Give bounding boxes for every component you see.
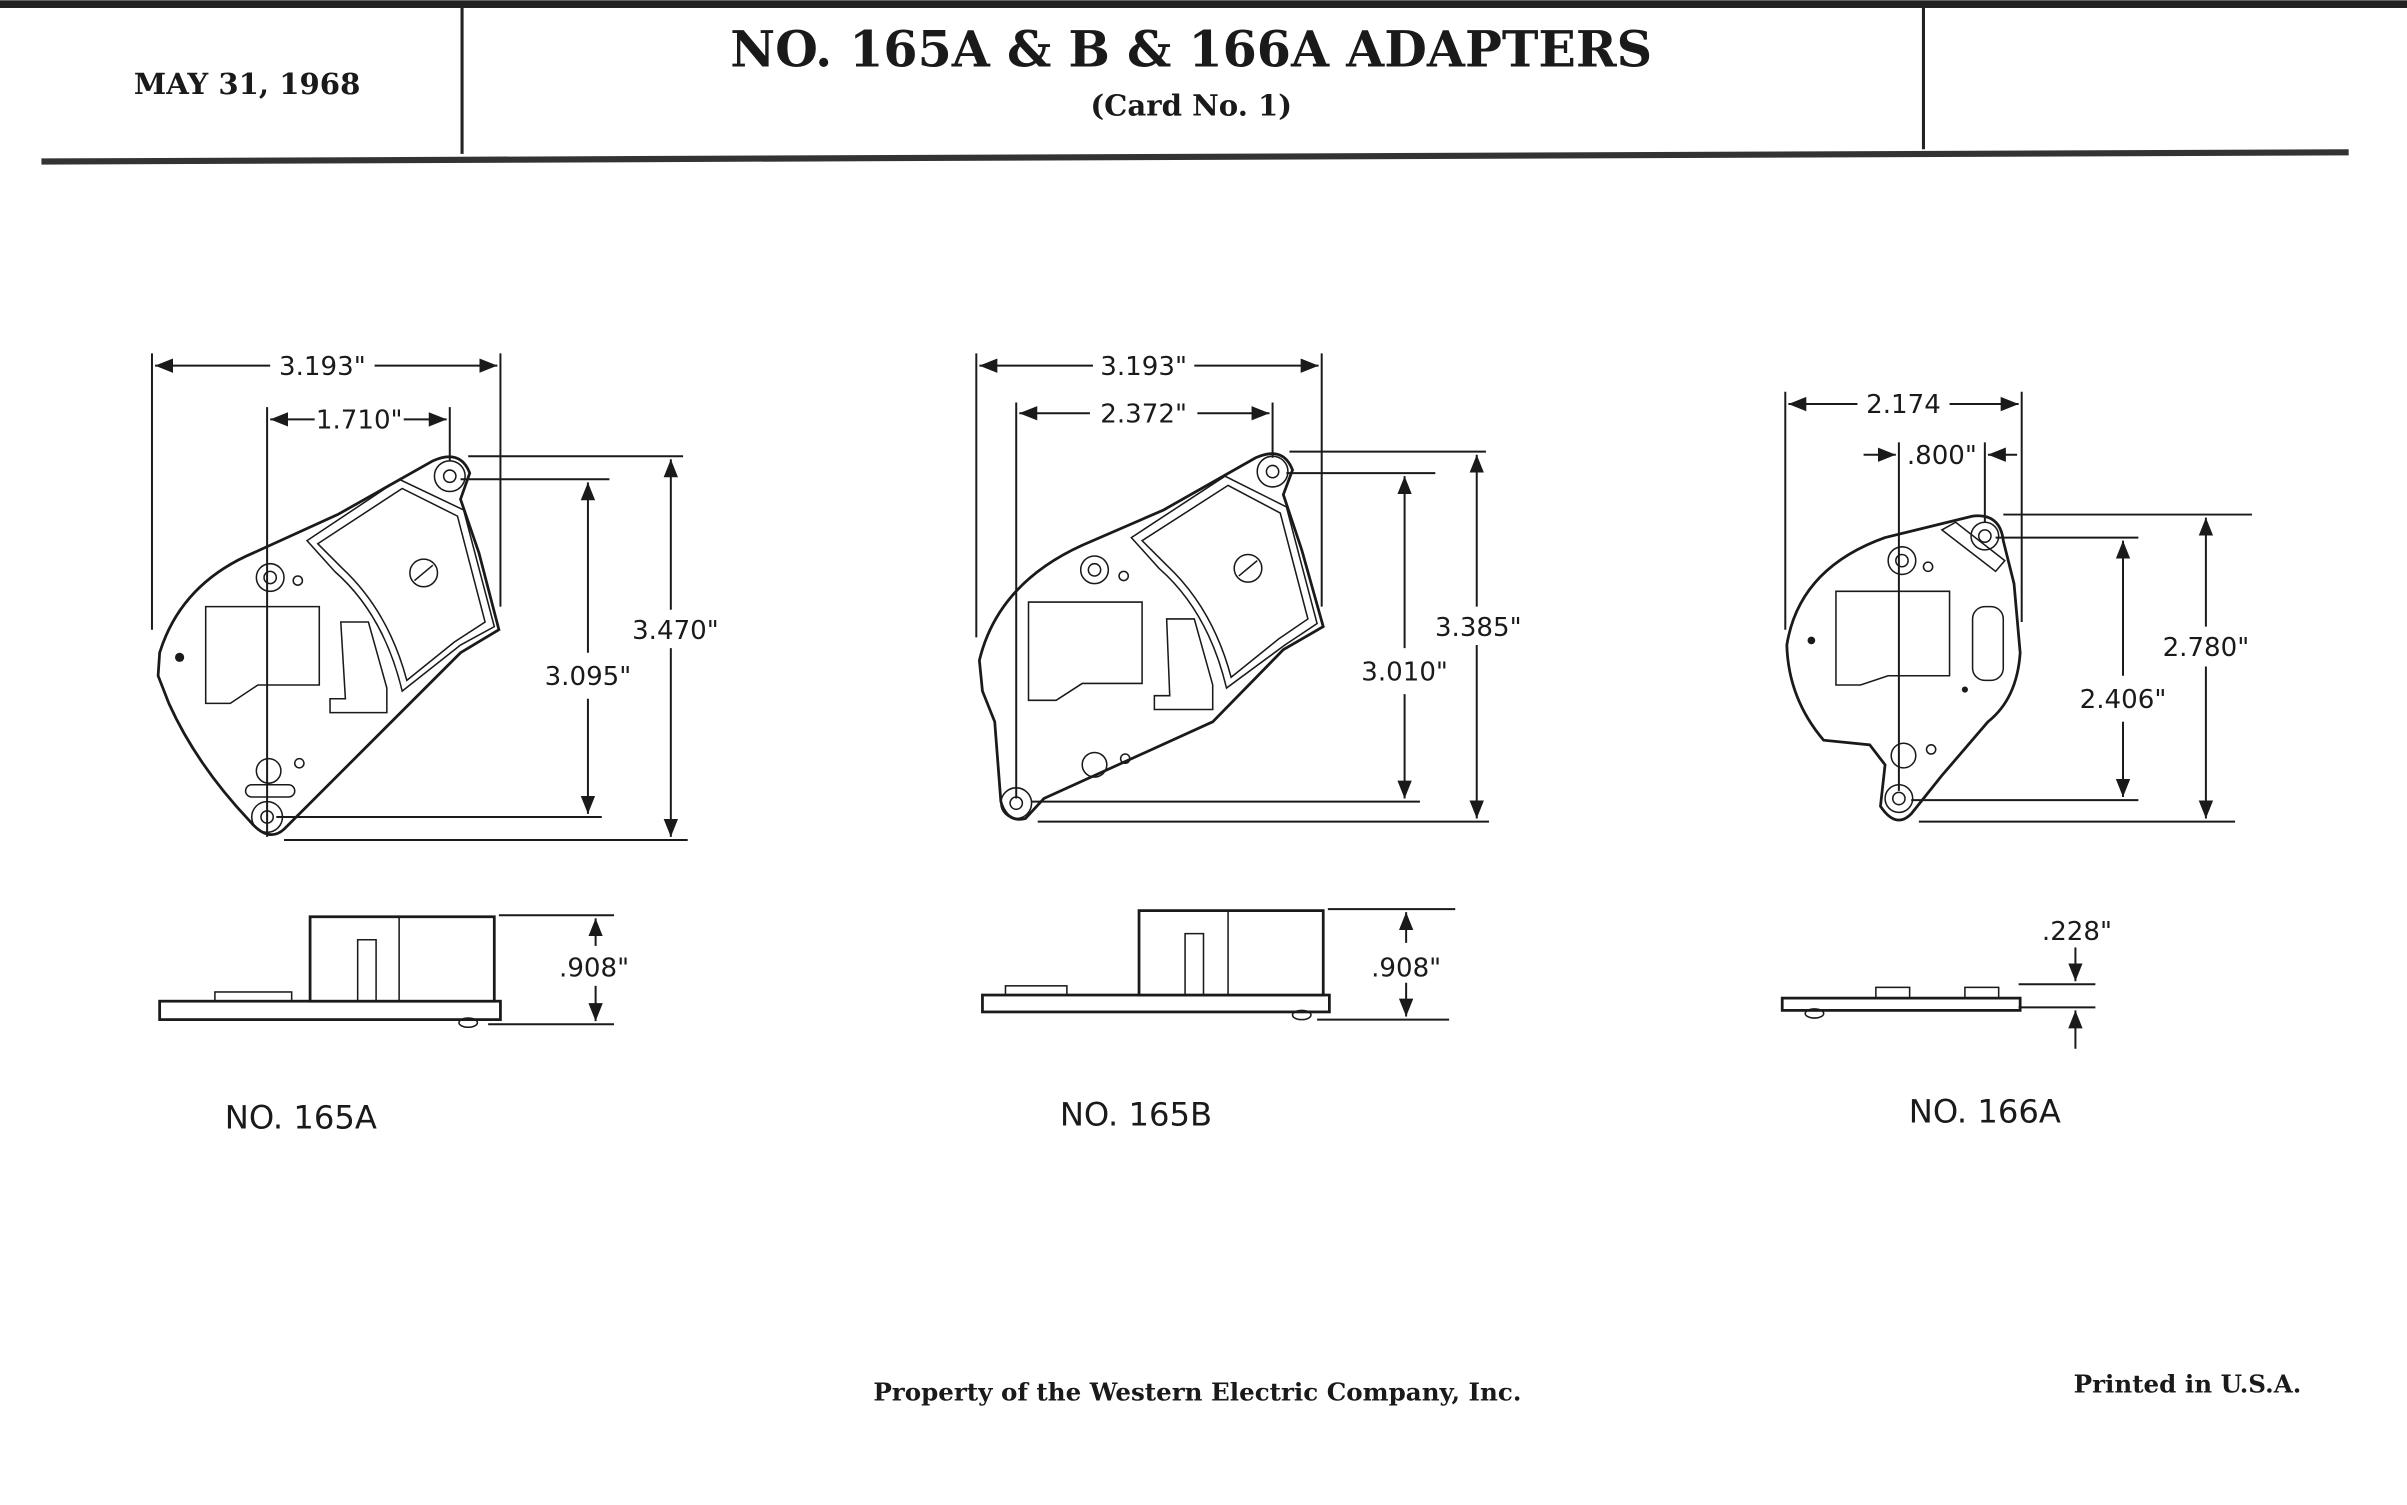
drawing-label: NO. 165B [1060, 1096, 1212, 1134]
dim-hole-spacing-v: 3.010" [1361, 657, 1448, 687]
printed-notice: Printed in U.S.A. [2074, 1370, 2302, 1399]
dim-overall-width: 3.193" [1100, 352, 1187, 382]
drawing-166a: 2.174 .800" 2.406" 2.780" .228" NO. 166A [1780, 390, 2252, 1130]
page-title: NO. 165A & B & 166A ADAPTERS [730, 20, 1652, 78]
top-edge [0, 0, 2407, 8]
drawing-label: NO. 165A [225, 1099, 377, 1137]
dim-overall-height: 2.780" [2163, 633, 2250, 663]
dim-hole-spacing-h: 2.372" [1100, 399, 1187, 429]
property-notice: Property of the Western Electric Company… [873, 1377, 1521, 1406]
dim-hole-spacing-v: 2.406" [2080, 685, 2167, 715]
adapter-plan-view [977, 452, 1325, 821]
dim-overall-height: 3.385" [1435, 613, 1522, 643]
adapter-side-view [158, 915, 502, 1029]
adapter-plan-view [1785, 514, 2022, 822]
card-header: MAY 31, 1968 NO. 165A & B & 166A ADAPTER… [0, 0, 2407, 165]
header-rule [41, 149, 2349, 165]
date: MAY 31, 1968 [134, 67, 360, 101]
dim-side-height: .908" [1371, 954, 1441, 984]
adapter-plan-view [156, 455, 501, 837]
dim-overall-width: 2.174 [1866, 390, 1941, 420]
adapter-side-view [1780, 986, 2022, 1019]
dim-overall-width: 3.193" [279, 352, 366, 382]
dim-hole-spacing-h: 1.710" [316, 406, 403, 436]
dim-hole-spacing-h: .800" [1907, 441, 1977, 471]
drawing-165b: 3.193" 2.372" 3.010" 3.385" .908" NO. 16… [975, 352, 1522, 1134]
drawing-165a: 3.193" 1.710" 3.095" 3.470" .908" NO. 16… [150, 352, 719, 1137]
dim-overall-height: 3.470" [632, 616, 719, 646]
dim-side-height: .908" [559, 954, 629, 984]
dim-side-height: .228" [2042, 917, 2112, 947]
dim-hole-spacing-v: 3.095" [545, 662, 632, 692]
drawing-label: NO. 166A [1909, 1092, 2061, 1130]
adapter-side-view [981, 909, 1331, 1021]
page-subtitle: (Card No. 1) [1090, 88, 1292, 122]
